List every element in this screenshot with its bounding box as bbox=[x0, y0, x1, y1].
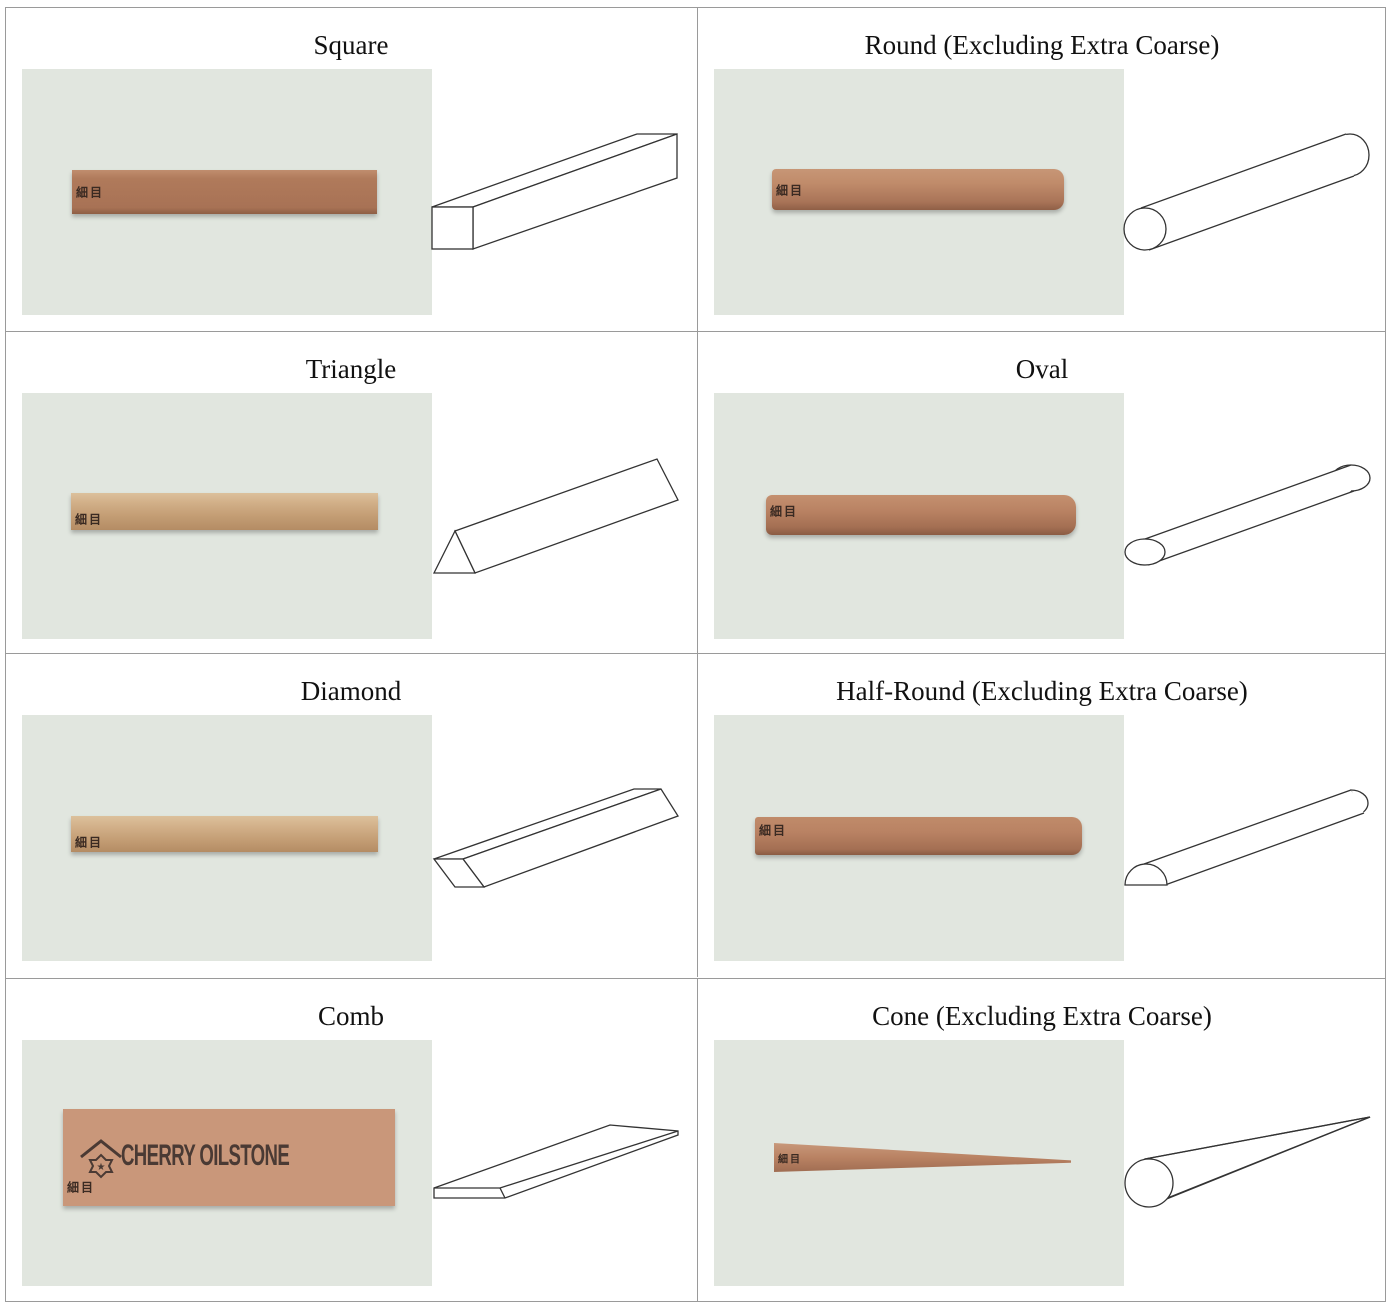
half-round-stone: 細目 bbox=[755, 817, 1082, 855]
shape-title: Triangle bbox=[305, 354, 397, 384]
row-divider bbox=[5, 978, 1386, 979]
shapes-table bbox=[5, 7, 1386, 1302]
stone-photo: 細目 bbox=[714, 69, 1124, 315]
shape-cell-triangle: Triangle 細目 bbox=[5, 331, 697, 655]
shape-title: Half-Round (Excluding Extra Coarse) bbox=[836, 676, 1248, 706]
brand-text: CHERRY OILSTONE bbox=[121, 1139, 290, 1172]
stone-photo: 細目 bbox=[22, 69, 432, 315]
stone-mark: 細目 bbox=[776, 183, 805, 197]
shape-cell-square: Square 細目 bbox=[5, 7, 697, 331]
stone-photo: 細目 bbox=[714, 1040, 1124, 1286]
shape-title: Square bbox=[313, 30, 389, 60]
cone-stone: 細目 bbox=[774, 1143, 1071, 1172]
stone-photo: 細目 bbox=[714, 715, 1124, 961]
shape-title: Diamond bbox=[300, 676, 402, 706]
shape-cell-diamond: Diamond 細目 bbox=[5, 653, 697, 977]
shape-title: Cone (Excluding Extra Coarse) bbox=[872, 1001, 1212, 1031]
comb-stone: ★ CHERRY OILSTONE 細目 bbox=[63, 1109, 395, 1206]
stone-mark: 細目 bbox=[76, 185, 105, 200]
triangle-stone: 細目 bbox=[71, 493, 378, 530]
stone-mark: 細目 bbox=[67, 1180, 96, 1195]
shape-title: Comb bbox=[317, 1001, 384, 1031]
oval-stone: 細目 bbox=[766, 495, 1076, 535]
stone-photo: 細目 bbox=[22, 393, 432, 639]
shape-cell-comb: Comb ★ CHERRY OILSTONE 細目 bbox=[5, 978, 697, 1302]
row-divider bbox=[5, 653, 1386, 654]
stone-photo: 細目 bbox=[714, 393, 1124, 639]
round-stone: 細目 bbox=[772, 169, 1064, 210]
stone-mark: 細目 bbox=[759, 823, 788, 838]
shape-title: Round (Excluding Extra Coarse) bbox=[864, 30, 1220, 60]
square-stone: 細目 bbox=[72, 170, 377, 214]
stone-mark: 細目 bbox=[778, 1154, 802, 1165]
shape-cell-half-round: Half-Round (Excluding Extra Coarse) 細目 bbox=[697, 653, 1386, 977]
cherry-logo-icon: ★ bbox=[80, 1139, 122, 1179]
row-divider bbox=[5, 331, 1386, 332]
stone-mark: 細目 bbox=[75, 835, 104, 850]
stone-photo: ★ CHERRY OILSTONE 細目 bbox=[22, 1040, 432, 1286]
stone-mark: 細目 bbox=[75, 512, 104, 527]
shape-cell-oval: Oval 細目 bbox=[697, 331, 1386, 655]
diamond-stone: 細目 bbox=[71, 816, 378, 852]
shape-title: Oval bbox=[1015, 354, 1069, 384]
stone-photo: 細目 bbox=[22, 715, 432, 961]
stone-mark: 細目 bbox=[770, 504, 799, 519]
shape-cell-round: Round (Excluding Extra Coarse) 細目 bbox=[697, 7, 1386, 331]
svg-text:★: ★ bbox=[97, 1162, 106, 1173]
shape-cell-cone: Cone (Excluding Extra Coarse) 細目 bbox=[697, 978, 1386, 1302]
